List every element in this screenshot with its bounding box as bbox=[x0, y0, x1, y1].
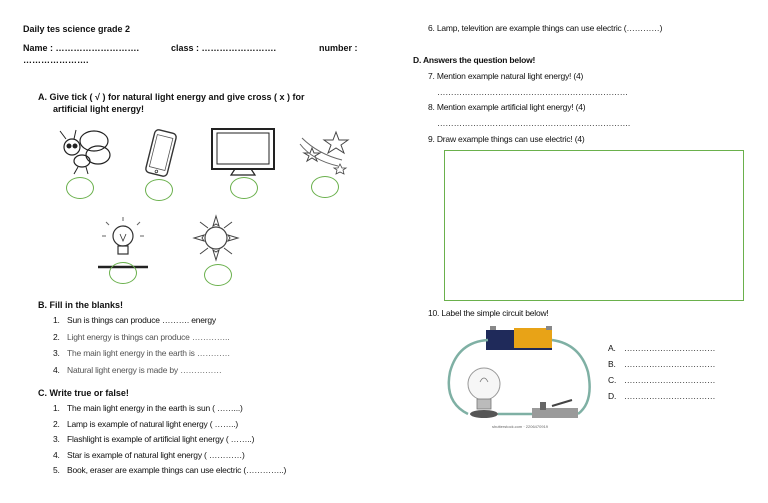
list-item: 4.Natural light energy is made by …………… bbox=[53, 364, 222, 375]
list-item: 3.Flashlight is example of artificial li… bbox=[53, 434, 255, 444]
label-c[interactable]: C.…………………………… bbox=[608, 375, 716, 385]
answer-circle-3[interactable] bbox=[230, 177, 258, 199]
label-d[interactable]: D.…………………………… bbox=[608, 391, 716, 401]
section-b-list: 1.Sun is things can produce ………. energy … bbox=[53, 312, 230, 378]
section-a-heading-line2: artificial light energy! bbox=[53, 104, 145, 114]
list-item: 2.Light energy is things can produce ………… bbox=[53, 331, 230, 342]
answer-circle-2[interactable] bbox=[145, 179, 173, 201]
answer-circle-4[interactable] bbox=[311, 176, 339, 198]
section-d-heading: D. Answers the question below! bbox=[413, 55, 536, 65]
question-6: 6. Lamp, televition are example things c… bbox=[428, 23, 663, 33]
answer-circle-5[interactable] bbox=[109, 262, 137, 284]
list-item: 5.Book, eraser are example things can us… bbox=[53, 465, 287, 475]
section-b-heading: B. Fill in the blanks! bbox=[38, 300, 124, 310]
circuit-labels: A.…………………………… B.…………………………… C.…………………………… bbox=[608, 340, 716, 404]
question-9: 9. Draw example things can use electric!… bbox=[428, 134, 585, 144]
question-8-answer-line[interactable]: ……………………………………………………………. bbox=[437, 118, 631, 128]
number-field: number : bbox=[319, 43, 358, 53]
question-7: 7. Mention example natural light energy!… bbox=[428, 71, 584, 81]
list-item: 2.Lamp is example of natural light energ… bbox=[53, 418, 239, 429]
list-item: 3.The main light energy in the earth is … bbox=[53, 348, 231, 358]
list-item: 4.Star is example of natural light energ… bbox=[53, 449, 245, 460]
answer-circle-6[interactable] bbox=[204, 264, 232, 286]
question-10: 10. Label the simple circuit below! bbox=[428, 308, 549, 318]
stars-icon bbox=[299, 130, 350, 175]
answer-circle-1[interactable] bbox=[66, 177, 94, 199]
list-item: 1.Sun is things can produce ………. energy bbox=[53, 315, 216, 325]
circuit-diagram: shutterstock.com · 2206470919 bbox=[447, 326, 591, 429]
section-c-heading: C. Write true or false! bbox=[38, 388, 129, 398]
list-item: 1.The main light energy in the earth is … bbox=[53, 403, 243, 413]
question-8: 8. Mention example artificial light ener… bbox=[428, 102, 586, 112]
smartphone-icon bbox=[145, 129, 177, 177]
label-a[interactable]: A.…………………………… bbox=[608, 343, 716, 353]
worksheet-title: Daily tes science grade 2 bbox=[23, 24, 131, 34]
firefly-icon bbox=[59, 129, 111, 175]
number-dots: …………………. bbox=[23, 55, 89, 65]
watermark-text: shutterstock.com · 2206470919 bbox=[492, 424, 549, 429]
drawing-box[interactable] bbox=[444, 150, 744, 301]
section-a-heading: A. Give tick ( √ ) for natural light ene… bbox=[38, 92, 305, 102]
name-field: Name : ………………………. bbox=[23, 43, 140, 53]
section-c-list: 1.The main light energy in the earth is … bbox=[53, 401, 286, 479]
sun-icon bbox=[192, 214, 240, 262]
question-7-answer-line[interactable]: …………………………………………………………… bbox=[437, 87, 628, 97]
label-b[interactable]: B.…………………………… bbox=[608, 359, 716, 369]
class-field: class : ……………………. bbox=[171, 43, 277, 53]
television-icon bbox=[211, 128, 275, 176]
